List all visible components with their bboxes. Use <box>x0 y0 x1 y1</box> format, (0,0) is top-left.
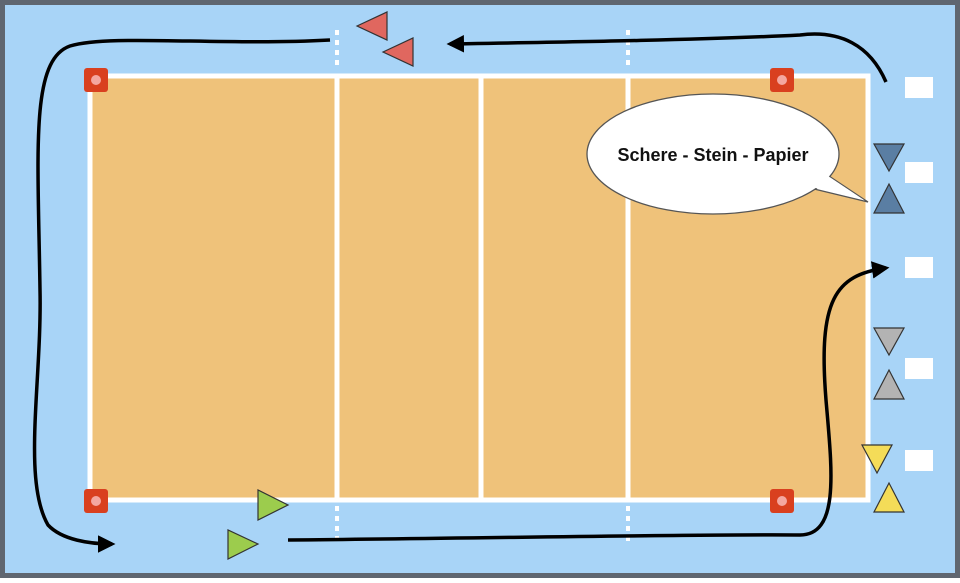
player-triangle-icon <box>355 11 388 41</box>
player-triangle-icon <box>381 37 414 67</box>
player-triangle-icon <box>873 481 905 513</box>
cone-icon <box>84 68 108 92</box>
box-icon <box>905 450 933 471</box>
box-icon <box>905 162 933 183</box>
arrow-icon <box>446 32 888 83</box>
cone-icon <box>770 68 794 92</box>
box-icon <box>905 77 933 98</box>
speech-bubble: Schere - Stein - Papier <box>586 93 869 215</box>
player-triangle-icon <box>860 444 894 475</box>
player-triangle-icon <box>872 143 906 173</box>
player-triangle-icon <box>872 327 906 357</box>
cone-icon <box>770 489 794 513</box>
cone-icon <box>84 489 108 513</box>
player-triangle-icon <box>873 182 905 214</box>
player-triangle-icon <box>873 368 905 400</box>
arrow-icon <box>32 38 331 553</box>
player-triangle-icon <box>257 489 290 521</box>
box-icon <box>905 358 933 379</box>
arrow-icon <box>287 261 890 542</box>
player-triangle-icon <box>227 529 260 560</box>
box-icon <box>905 257 933 278</box>
speech-bubble-text: Schere - Stein - Papier <box>617 145 808 165</box>
